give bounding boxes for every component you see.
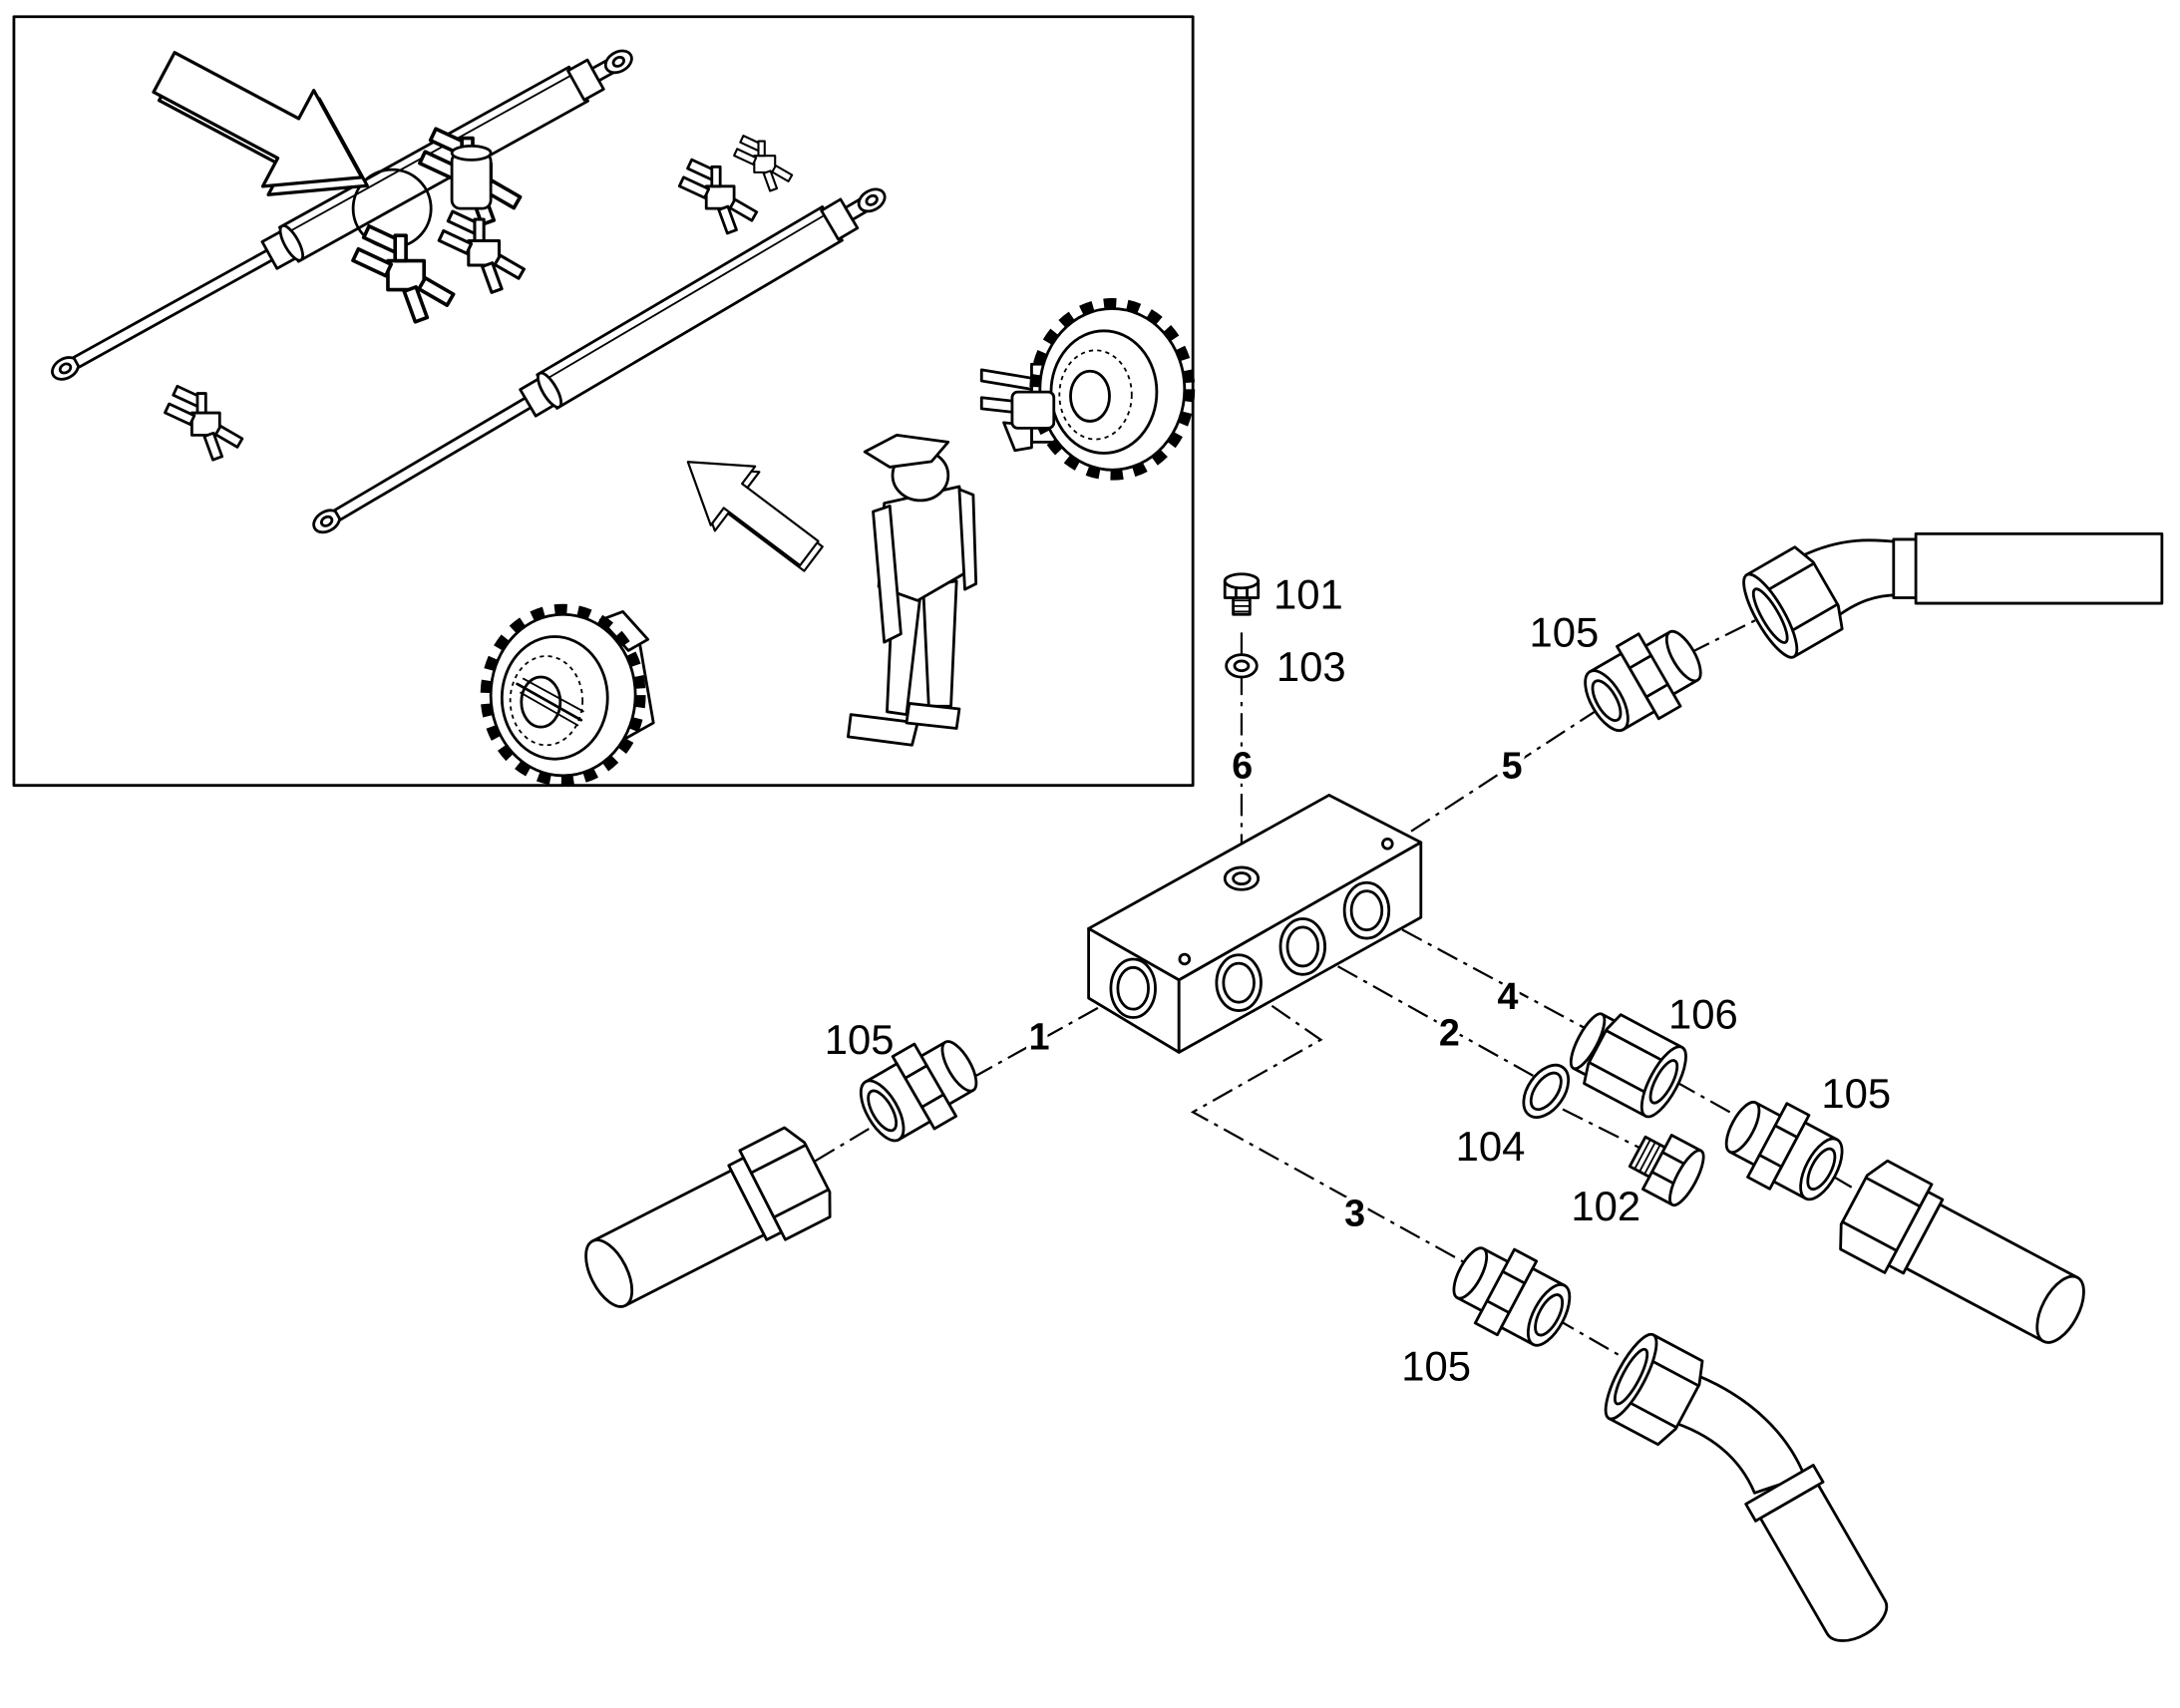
mounting-hole bbox=[1381, 837, 1394, 851]
callout-105-port1: 105 bbox=[825, 1016, 895, 1063]
port-number-3: 3 bbox=[1344, 1193, 1365, 1234]
callout-101: 101 bbox=[1273, 571, 1343, 618]
callout-102: 102 bbox=[1571, 1183, 1640, 1229]
callout-106: 106 bbox=[1668, 991, 1738, 1038]
washer-103 bbox=[1225, 653, 1259, 679]
port-number-labels: 6 5 1 4 2 3 bbox=[1024, 740, 1528, 1239]
hose-bent-port3 bbox=[1595, 1326, 1889, 1642]
travel-motor-right bbox=[979, 303, 1190, 476]
plug-101 bbox=[1223, 572, 1261, 616]
port-1-opening bbox=[1109, 957, 1157, 1019]
port-2-opening bbox=[1278, 917, 1327, 976]
valve-assembly bbox=[351, 127, 526, 324]
mounting-hole bbox=[1178, 952, 1192, 966]
callout-104: 104 bbox=[1456, 1123, 1526, 1170]
callout-105-port4: 105 bbox=[1821, 1070, 1891, 1117]
plug-102 bbox=[1628, 1134, 1705, 1207]
operator-figure bbox=[847, 433, 978, 747]
centerline-port4-mid bbox=[1674, 1080, 1755, 1128]
callout-105-port3: 105 bbox=[1401, 1342, 1471, 1389]
port-number-1: 1 bbox=[1029, 1016, 1050, 1058]
port-3-opening bbox=[1215, 953, 1263, 1012]
overview-inset bbox=[12, 15, 1193, 788]
hose-end-port4 bbox=[1829, 1154, 2102, 1364]
fitting-105-port3 bbox=[1439, 1229, 1584, 1361]
cap-fitting-106 bbox=[1569, 1012, 1687, 1119]
port-number-2: 2 bbox=[1439, 1011, 1460, 1053]
callout-105-port5: 105 bbox=[1530, 608, 1600, 655]
centerline-port3-hose bbox=[1554, 1316, 1628, 1361]
callout-labels: 101 103 105 105 106 104 105 102 105 bbox=[825, 571, 1891, 1390]
port-4-opening bbox=[1342, 880, 1391, 940]
hose-bent-port5 bbox=[1733, 531, 2164, 666]
hose-end-port1 bbox=[568, 1121, 842, 1328]
callout-103: 103 bbox=[1276, 643, 1346, 690]
centerline-port5 bbox=[1410, 708, 1600, 833]
manifold-block bbox=[1087, 794, 1423, 1054]
centerline-port4 bbox=[1365, 909, 1600, 1037]
port-number-4: 4 bbox=[1497, 975, 1518, 1017]
port-number-6: 6 bbox=[1232, 745, 1253, 787]
travel-motor-bottom bbox=[486, 609, 655, 782]
centerline-port3 bbox=[1190, 981, 1478, 1270]
centerline-port2 bbox=[1301, 945, 1535, 1078]
centerline-port1-hose bbox=[792, 1128, 870, 1177]
centerline-port2-plug bbox=[1562, 1108, 1641, 1150]
washer-104 bbox=[1522, 1063, 1571, 1119]
port-number-5: 5 bbox=[1502, 745, 1523, 787]
port-6-opening bbox=[1223, 865, 1261, 891]
centerline-port5-hose bbox=[1688, 617, 1760, 655]
